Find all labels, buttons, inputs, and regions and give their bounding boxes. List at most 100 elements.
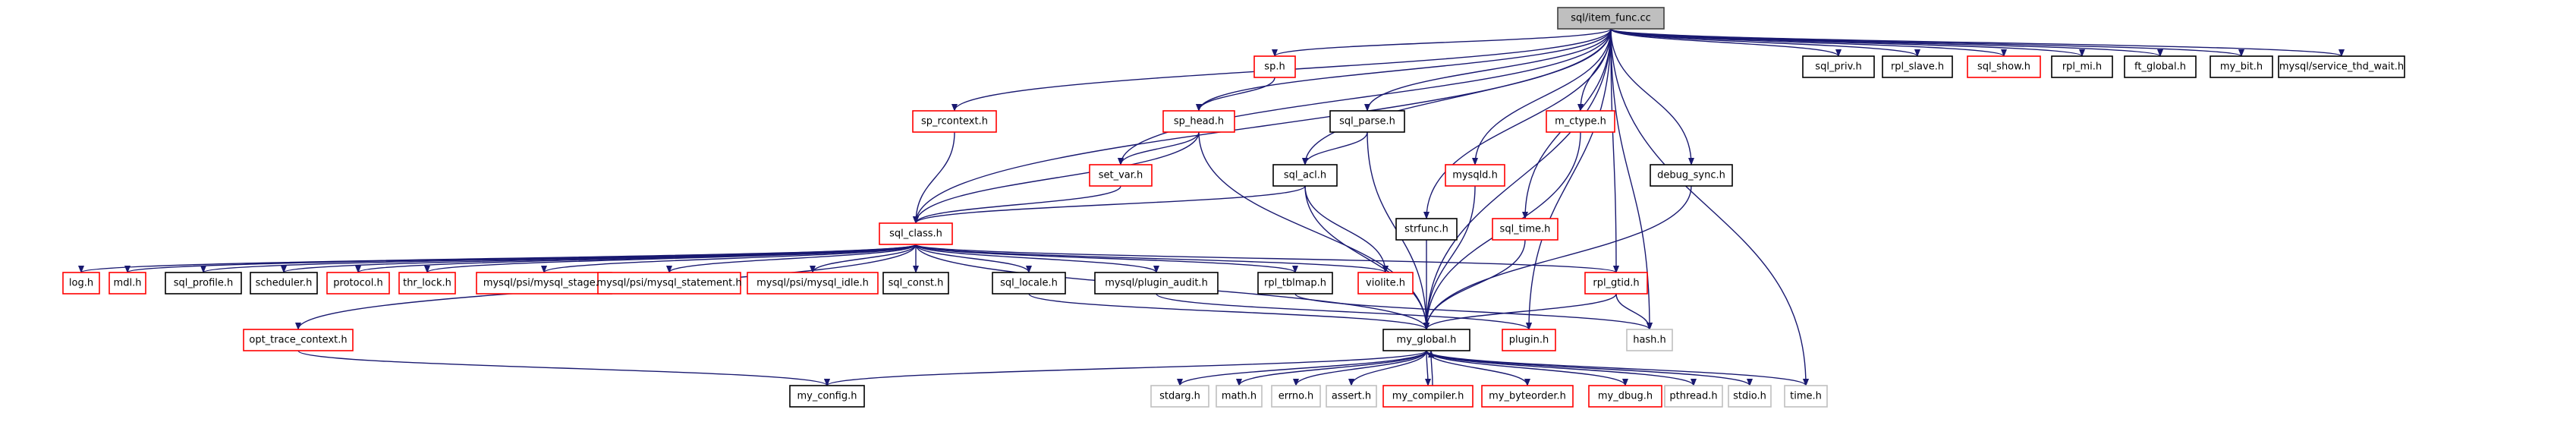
node-label: rpl_gtid.h <box>1593 278 1639 289</box>
node-my-global[interactable]: my_global.h <box>1382 329 1470 351</box>
edge-mysqld-to-my_global <box>1423 185 1476 330</box>
node-box <box>1546 110 1615 133</box>
edge-path <box>1426 350 1697 386</box>
node-label: assert.h <box>1332 391 1371 402</box>
node-my-bit[interactable]: my_bit.h <box>2210 55 2273 78</box>
node-protocol[interactable]: protocol.h <box>326 272 390 295</box>
node-label: log.h <box>69 278 93 289</box>
node-box <box>1557 7 1665 30</box>
node-mysql-idle[interactable]: mysql/psi/mysql_idle.h <box>747 272 879 295</box>
node-ft-global[interactable]: ft_global.h <box>2124 55 2197 78</box>
edge-path <box>913 131 1200 224</box>
node-box <box>243 329 354 351</box>
node-sql-show[interactable]: sql_show.h <box>1967 55 2041 78</box>
edge-root-to-mysqld <box>1472 28 1612 165</box>
edge-my_global-to-stdarg <box>1177 350 1427 386</box>
node-label: rpl_tblmap.h <box>1264 278 1326 289</box>
node-box <box>1588 385 1662 408</box>
edge-path <box>1302 131 1368 165</box>
node-box <box>1728 385 1772 408</box>
edge-path <box>1615 293 1653 330</box>
node-mdl[interactable]: mdl.h <box>109 272 146 295</box>
node-sql-parse[interactable]: sql_parse.h <box>1329 110 1405 133</box>
node-my-byteorder[interactable]: my_byteorder.h <box>1481 385 1574 408</box>
edge-root-to-set_var <box>1118 28 1612 165</box>
node-label: my_byteorder.h <box>1489 391 1566 402</box>
edge-path <box>913 28 1612 224</box>
edge-path <box>1272 28 1612 57</box>
edge-path <box>1610 28 2345 57</box>
node-scheduler[interactable]: scheduler.h <box>250 272 318 295</box>
node-label: violite.h <box>1366 278 1405 289</box>
node-set-var[interactable]: set_var.h <box>1089 164 1153 187</box>
node-label: thr_lock.h <box>403 278 451 289</box>
node-sp-rcontext[interactable]: sp_rcontext.h <box>912 110 997 133</box>
node-label: my_global.h <box>1397 335 1457 346</box>
node-sql-profile[interactable]: sql_profile.h <box>165 272 242 295</box>
node-rpl-tblmap[interactable]: rpl_tblmap.h <box>1257 272 1333 295</box>
edge-path <box>424 244 917 273</box>
edge-path <box>915 244 1032 273</box>
node-service-thd-wait[interactable]: mysql/service_thd_wait.h <box>2278 55 2405 78</box>
node-my-compiler[interactable]: my_compiler.h <box>1382 385 1474 408</box>
node-my-dbug[interactable]: my_dbug.h <box>1588 385 1662 408</box>
node-mysqld[interactable]: mysqld.h <box>1445 164 1505 187</box>
node-sql-priv[interactable]: sql_priv.h <box>1802 55 1875 78</box>
node-box <box>398 272 456 295</box>
edge-sp_h-to-sp_head <box>1196 77 1275 112</box>
node-box <box>1382 385 1474 408</box>
node-label: sp.h <box>1264 61 1285 73</box>
edge-path <box>1177 350 1427 386</box>
node-sql-acl[interactable]: sql_acl.h <box>1272 164 1338 187</box>
node-label: math.h <box>1222 391 1257 402</box>
node-label: set_var.h <box>1099 170 1143 181</box>
node-label: ft_global.h <box>2134 61 2186 73</box>
edge-root-to-rpl_gtid <box>1610 28 1619 273</box>
node-violite[interactable]: violite.h <box>1357 272 1414 295</box>
node-strfunc[interactable]: strfunc.h <box>1395 218 1458 241</box>
node-box <box>1445 164 1505 187</box>
edge-path <box>1423 28 1612 219</box>
node-sql-class[interactable]: sql_class.h <box>879 222 953 245</box>
edge-sql_class-to-rpl_gtid <box>915 244 1619 273</box>
node-rpl-slave[interactable]: rpl_slave.h <box>1882 55 1953 78</box>
node-box <box>1967 55 2041 78</box>
edge-my_compiler-to-my_global <box>1428 350 1435 386</box>
node-plugin-audit[interactable]: mysql/plugin_audit.h <box>1094 272 1219 295</box>
edge-path <box>913 185 1306 224</box>
node-box <box>1492 218 1558 241</box>
node-box <box>2210 55 2273 78</box>
node-box <box>62 272 100 295</box>
edge-path <box>810 244 917 273</box>
edge-root-to-time_h <box>1610 28 1809 386</box>
node-sql-locale[interactable]: sql_locale.h <box>992 272 1066 295</box>
node-thr-lock[interactable]: thr_lock.h <box>398 272 456 295</box>
node-opt-trace-context[interactable]: opt_trace_context.h <box>243 329 354 351</box>
node-sp-h[interactable]: sp.h <box>1253 55 1296 78</box>
node-rpl-gtid[interactable]: rpl_gtid.h <box>1584 272 1648 295</box>
node-mysql-stage[interactable]: mysql/psi/mysql_stage.h <box>476 272 612 295</box>
node-debug-sync[interactable]: debug_sync.h <box>1650 164 1733 187</box>
node-sql-const[interactable]: sql_const.h <box>882 272 949 295</box>
node-label: m_ctype.h <box>1555 116 1606 128</box>
edge-path <box>1610 28 1842 57</box>
node-plugin-h[interactable]: plugin.h <box>1502 329 1556 351</box>
edge-sql_parse-to-sql_acl <box>1302 131 1368 165</box>
node-sp-head[interactable]: sp_head.h <box>1162 110 1235 133</box>
edge-root-to-debug_sync <box>1610 28 1694 165</box>
node-box <box>1272 164 1338 187</box>
node-box <box>109 272 146 295</box>
node-rpl-mi[interactable]: rpl_mi.h <box>2051 55 2113 78</box>
node-my-config[interactable]: my_config.h <box>789 385 865 408</box>
node-log[interactable]: log.h <box>62 272 100 295</box>
node-mysql-statement[interactable]: mysql/psi/mysql_statement.h <box>596 272 742 295</box>
node-box <box>1326 385 1377 408</box>
node-box <box>1650 164 1733 187</box>
node-box <box>1257 272 1333 295</box>
node-m-ctype[interactable]: m_ctype.h <box>1546 110 1615 133</box>
node-label: strfunc.h <box>1404 224 1448 235</box>
node-box <box>2051 55 2113 78</box>
node-sql-time[interactable]: sql_time.h <box>1492 218 1558 241</box>
node-label: sql_show.h <box>1977 61 2030 73</box>
node-label: stdarg.h <box>1159 391 1200 402</box>
